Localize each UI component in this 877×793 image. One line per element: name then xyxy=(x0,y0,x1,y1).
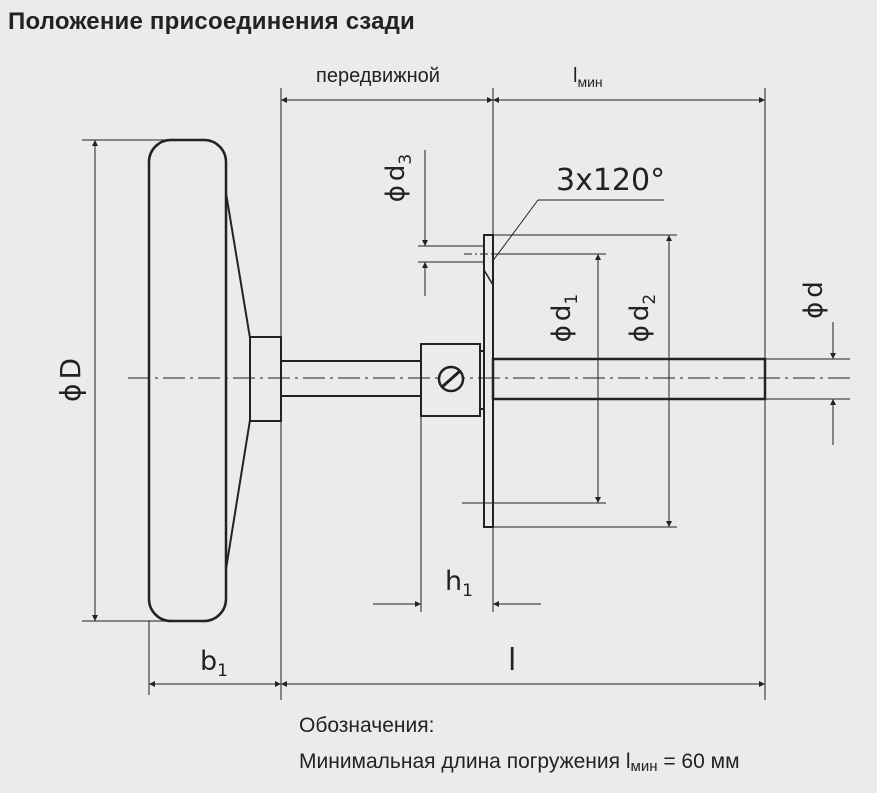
notes-line: Минимальная длина погружения lмин = 60 м… xyxy=(299,750,740,775)
label-D: ϕD xyxy=(54,358,87,402)
label-d3: ϕd3 xyxy=(381,154,416,203)
case-back-taper-bottom xyxy=(225,419,251,570)
page-title: Положение присоединения сзади xyxy=(8,8,416,35)
dial-case xyxy=(147,138,228,623)
flange-hole-mark xyxy=(483,269,494,286)
label-h1: h1 xyxy=(445,566,473,601)
notes-heading: Обозначения: xyxy=(299,714,435,737)
label-l-min: lмин xyxy=(573,65,603,90)
svg-text:ϕd3: ϕd3 xyxy=(381,154,416,203)
probe-stem xyxy=(491,357,767,401)
label-d: ϕd xyxy=(799,281,829,319)
label-movable: передвижной xyxy=(316,65,440,87)
sliding-fitting xyxy=(420,343,481,417)
label-d1: ϕd1 xyxy=(547,294,582,343)
screw-slot xyxy=(441,369,461,389)
label-l: l xyxy=(508,643,516,678)
notes: Обозначения: Минимальная длина погружени… xyxy=(299,708,740,785)
case-back-taper-top xyxy=(225,192,251,339)
connection-boss xyxy=(249,336,282,422)
svg-text:ϕd1: ϕd1 xyxy=(547,294,582,343)
label-d2: ϕd2 xyxy=(625,294,660,343)
label-holes: 3x120° xyxy=(556,163,665,198)
svg-text:ϕd2: ϕd2 xyxy=(625,294,660,343)
svg-text:ϕd: ϕd xyxy=(799,281,829,319)
leader-holes-diagonal xyxy=(491,199,539,263)
svg-text:ϕD: ϕD xyxy=(54,358,87,402)
label-b1: b1 xyxy=(200,646,228,681)
